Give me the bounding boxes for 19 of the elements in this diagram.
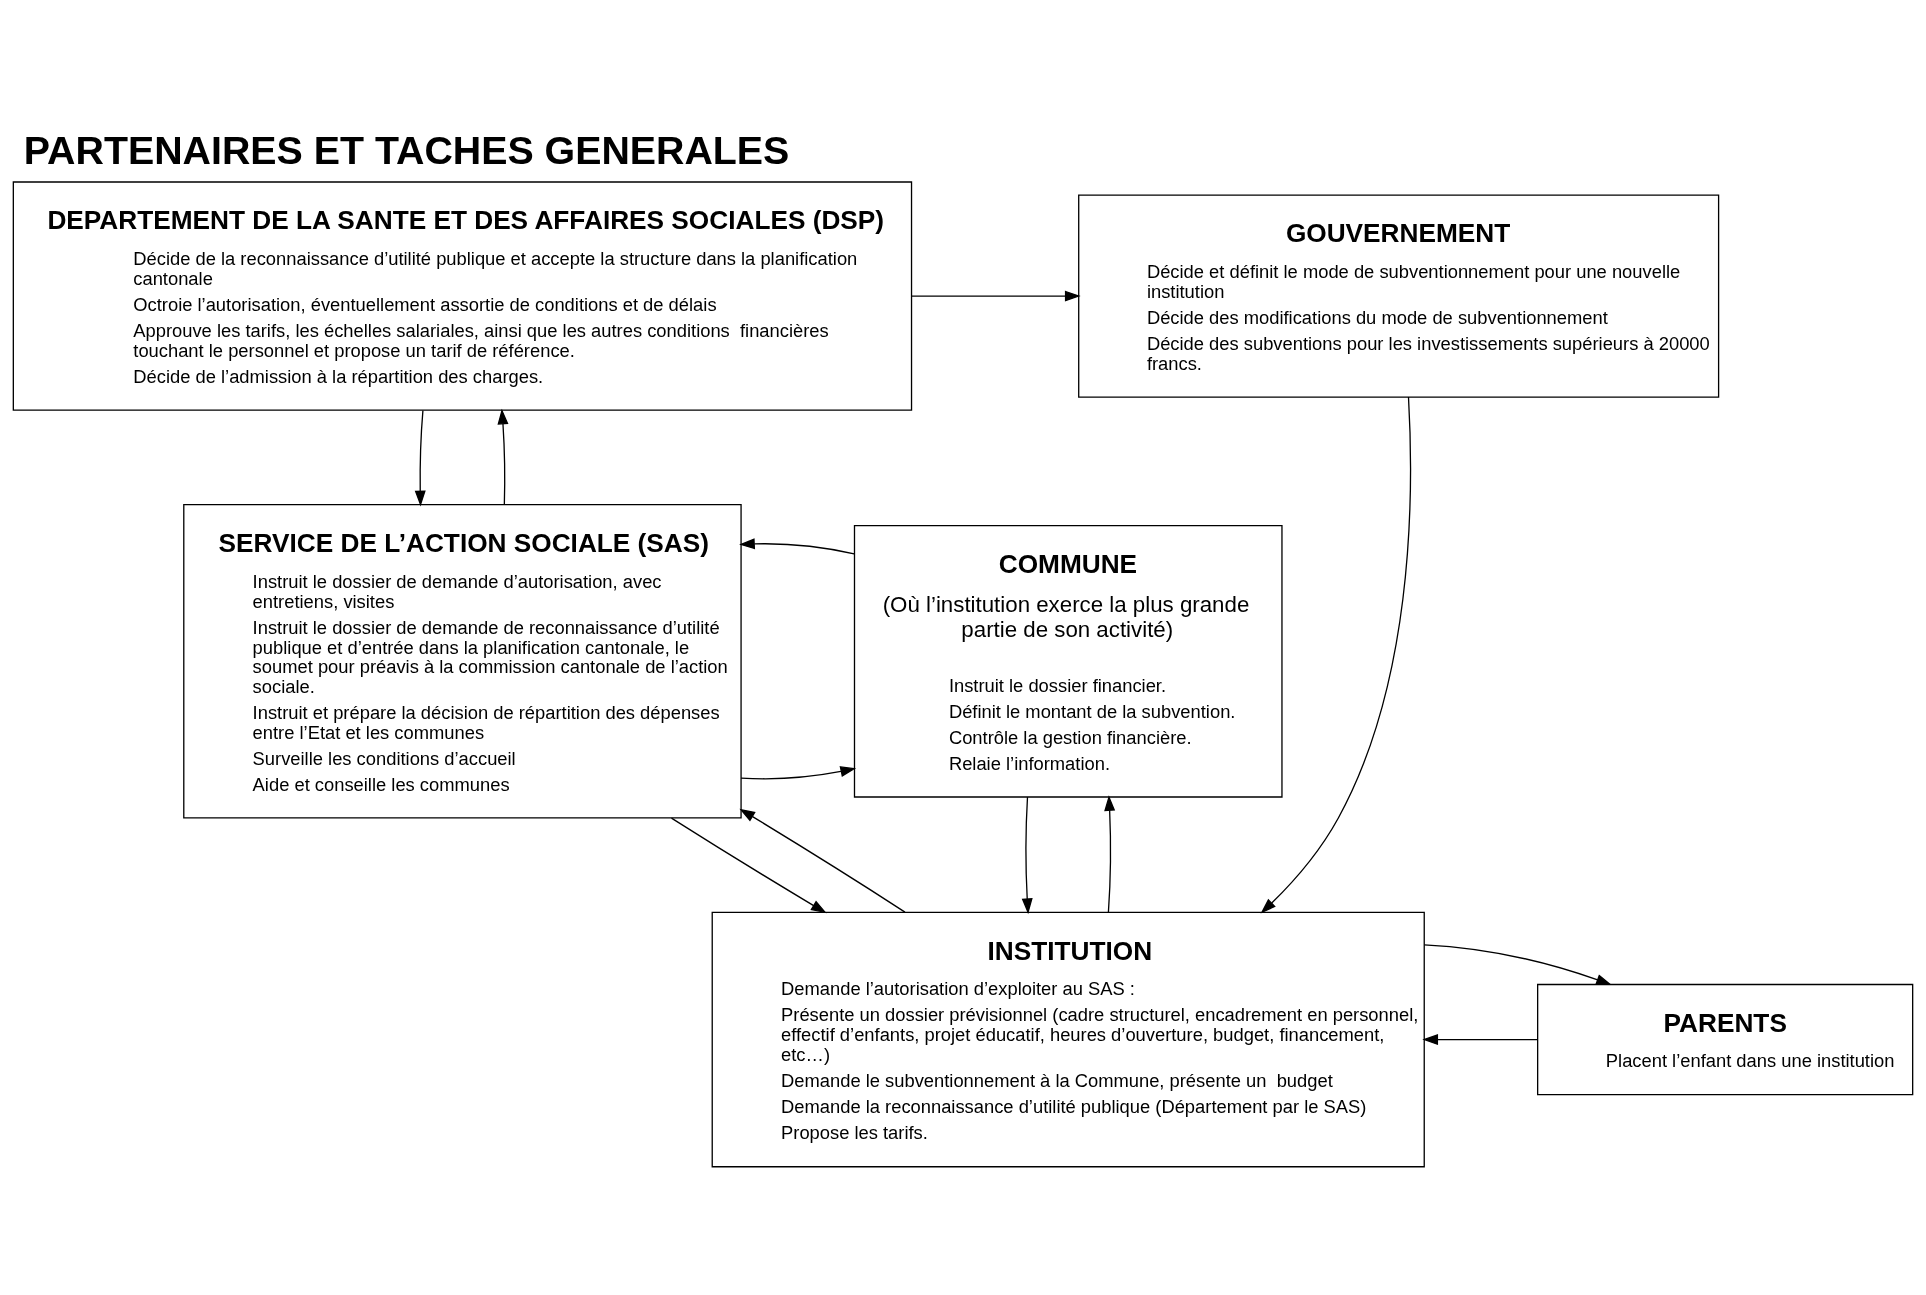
- node-box: INSTITUTION Demande l’autorisation d’exploiter au SAS : Présente un dossier prévisionnel (cadre structurel, encadrement en personnel, effectif d’enfants, projet éducatif, heures d’ouverture, budget, financement, etc…) Demande le subventionnement à la Commune, présente un budget Demande la reconnaissance d’utilité publique (Département par le SAS) Propose les tarifs.: [711, 911, 1425, 1168]
- diagram-title: PARTENAIRES ET TACHES GENERALES: [23, 127, 790, 172]
- arrow: [1104, 795, 1116, 913]
- arrow: [414, 409, 426, 507]
- arrow: [1423, 944, 1612, 986]
- arrow: [739, 808, 906, 913]
- node-box: DEPARTEMENT DE LA SANTE ET DES AFFAIRES SOCIALES (DSP) Décide de la reconnaissance d’utilité publique et accepte la structure dans la planification cantonale Octroie l’autorisation, éventuellement assortie de conditions et de délais Approuve les tarifs, les échelles salariales, ainsi que les autres conditions financières touchant le personnel et propose un tarif de référence. Décide de l’admission à la répartition des charges.: [12, 181, 913, 411]
- arrow: [911, 290, 1081, 302]
- arrow: [1422, 1034, 1538, 1046]
- node-box: COMMUNE (Où l’institution exerce la plus grande partie de son activité) Instruit le dossier financier. Définit le montant de la subvention. Contrôle la gestion financière. Relaie l’information.: [853, 524, 1283, 798]
- node-box: PARENTS Placent l’enfant dans une institution: [1537, 983, 1914, 1096]
- arrow: [740, 766, 857, 780]
- arrow: [1021, 796, 1033, 915]
- arrow: [1260, 396, 1412, 914]
- arrow: [739, 538, 855, 555]
- arrow: [497, 408, 509, 506]
- arrow: [670, 817, 827, 914]
- node-box: GOUVERNEMENT Décide et définit le mode de subventionnement pour une nouvelle institution Décide des modifications du mode de subventionnement Décide des subventions pour les investissements supérieurs à 20000 francs.: [1078, 194, 1720, 398]
- node-box: SERVICE DE L’ACTION SOCIALE (SAS) Instruit le dossier de demande d’autorisation, avec entretiens, visites Instruit le dossier de demande de reconnaissance d’utilité publique et d’entrée dans la planification cantonale, le soumet pour préavis à la commission cantonale de l’action sociale. Instruit et prépare la décision de répartition des dépenses entre l’Etat et les communes Surveille les conditions d’accueil Aide et conseille les communes: [183, 503, 742, 819]
